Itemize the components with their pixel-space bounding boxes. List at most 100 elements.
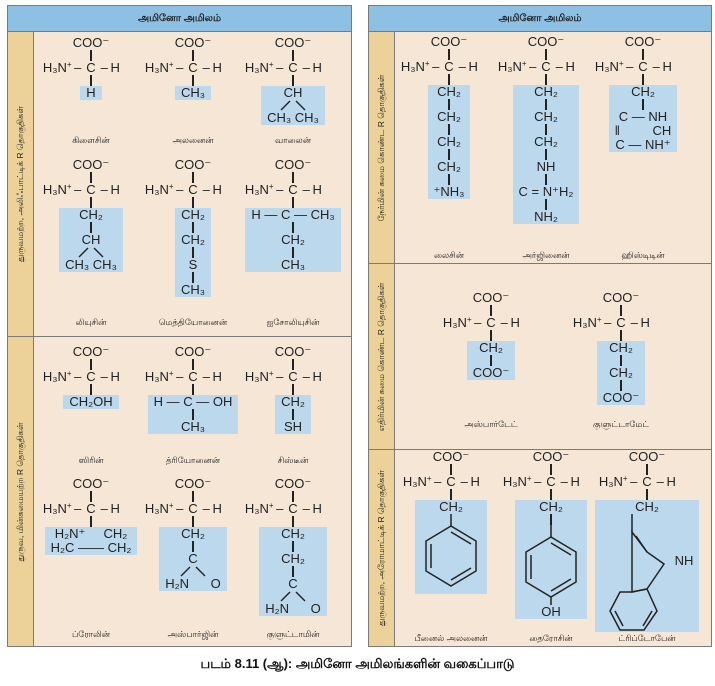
r-group-atom: CH₂OH <box>69 394 113 409</box>
alpha-carbon: C <box>541 59 551 74</box>
bond <box>90 222 92 233</box>
bond <box>450 489 452 500</box>
carboxyl-group: COO⁻ <box>432 449 470 464</box>
left-panel: அமினோ அமிலம் துருவமற்ற, அலிஃபாட்டிக் R த… <box>7 5 352 647</box>
hydrogen: – H <box>200 502 268 516</box>
amino-acid-name: ஐசோலியுசின் <box>266 317 320 327</box>
r-group-atom: CH₂ <box>635 499 659 514</box>
amine-text: H₃N <box>598 474 623 489</box>
alpha-carbon-row: H₃N+ – C – H <box>16 370 166 384</box>
charge-plus: + <box>168 501 174 510</box>
alpha-carbon: C <box>86 182 96 197</box>
r-group-atom: CH₂ <box>437 159 461 174</box>
bond <box>490 355 492 366</box>
alpha-carbon-row: H₃N+ – C – H <box>568 60 715 74</box>
bond-dash: – <box>628 315 641 330</box>
bond-dash: – <box>173 60 186 75</box>
h-atom: H <box>212 182 222 197</box>
r-group-atom: CH₂ <box>631 84 655 99</box>
h-atom: H <box>110 501 120 516</box>
bond <box>620 305 622 316</box>
branch-bond <box>280 591 306 602</box>
alpha-carbon: C <box>546 474 556 489</box>
r-group-atom: CH₃ CH₃ <box>267 110 319 125</box>
hydrogen: – H <box>650 60 715 74</box>
hydrogen: – H <box>98 370 166 384</box>
amino-acid-name: ஹிஸ்டிடின் <box>621 250 665 260</box>
alpha-carbon: C <box>288 182 298 197</box>
bond <box>292 197 294 208</box>
section-label: நேர்மின் சுமை கொண்ட R தொகுதிகள் <box>369 32 395 263</box>
bond <box>620 380 622 391</box>
section-negative: எதிர்மின் சுமை கொண்ட R தொகுதிகள் COO⁻ H₃N+… <box>369 264 711 450</box>
alpha-carbon-row: H₃N+ – C – H <box>16 61 166 75</box>
charge-plus: + <box>66 369 72 378</box>
carboxyl-group: COO⁻ <box>274 344 312 359</box>
alpha-carbon-row: H₃N+ – C – H <box>416 316 566 330</box>
bond <box>90 384 92 395</box>
hydrogen: – H <box>300 61 368 75</box>
carboxyl-group: COO⁻ <box>602 290 640 305</box>
bond-dash: – <box>623 59 636 74</box>
amine-text: H₃N <box>144 501 169 516</box>
bond <box>550 464 552 475</box>
carboxyl-group: COO⁻ <box>274 35 312 50</box>
r-group-atom: CH₃ <box>180 85 206 100</box>
carboxyl-group: COO⁻ <box>274 157 312 172</box>
hydrogen: – H <box>558 475 626 489</box>
bond <box>292 222 294 233</box>
bond <box>192 541 194 552</box>
bond <box>490 305 492 316</box>
hydrogen: – H <box>553 60 621 74</box>
carboxyl-group: COO⁻ <box>72 476 110 491</box>
section-aliphatic: துருவமற்ற, அலிஃபாட்டிக் R தொகுதிகள்COO⁻H… <box>8 32 351 337</box>
carboxyl-group: COO⁻ <box>72 35 110 50</box>
alpha-carbon: C <box>288 501 298 516</box>
bond-dash: – <box>458 474 471 489</box>
r-group-highlight: CH₂OH <box>63 394 119 409</box>
charge-plus: + <box>596 315 602 324</box>
bond <box>90 75 92 86</box>
r-group-atom: CH₂ <box>534 84 558 99</box>
branch-bond <box>180 566 206 577</box>
charge-plus: + <box>268 182 274 191</box>
charge-plus: + <box>526 474 532 483</box>
carboxyl-group: COO⁻ <box>624 34 662 49</box>
amine-group: H₃N+ – <box>118 183 186 197</box>
bond-dash: – <box>654 474 667 489</box>
bond <box>90 359 92 370</box>
r-group-atom: CH₂ <box>181 207 205 222</box>
bond <box>192 491 194 502</box>
alpha-carbon-row: H₃N+ – C – H <box>218 183 368 197</box>
alpha-carbon-row: H₃N+ – C – H <box>546 316 696 330</box>
r-group-atom: CH₂ <box>437 84 461 99</box>
alpha-carbon: C <box>642 474 652 489</box>
r-group-atom: CH₂ <box>609 365 633 380</box>
amine-group: H₃N+ – <box>476 475 544 489</box>
benzene-ring-icon <box>425 514 477 587</box>
alpha-carbon-row: H₃N+ – C – H <box>374 60 524 74</box>
r-group-atom: CH₂ <box>479 340 503 355</box>
r-group-atom: CH₂ <box>439 499 463 514</box>
bond <box>292 541 294 552</box>
charge-plus: + <box>168 60 174 69</box>
amine-text: H₃N <box>42 182 67 197</box>
bond-dash: – <box>650 59 663 74</box>
alpha-carbon-row: H₃N+ – C – H <box>118 183 268 197</box>
r-group-atom: CH₂ <box>539 499 563 514</box>
r-group-atom: CH₂ <box>534 109 558 124</box>
amine-text: H₃N <box>402 474 427 489</box>
bond-dash: – <box>300 60 313 75</box>
hydrogen: – H <box>200 183 268 197</box>
r-group-atom: C — NH <box>618 109 668 124</box>
h-atom: H <box>640 315 650 330</box>
bond-dash: – <box>200 501 213 516</box>
bond <box>90 50 92 61</box>
section-label-text: எதிர்மின் சுமை கொண்ட R தொகுதிகள் <box>375 282 386 431</box>
amine-text: H₃N <box>502 474 527 489</box>
